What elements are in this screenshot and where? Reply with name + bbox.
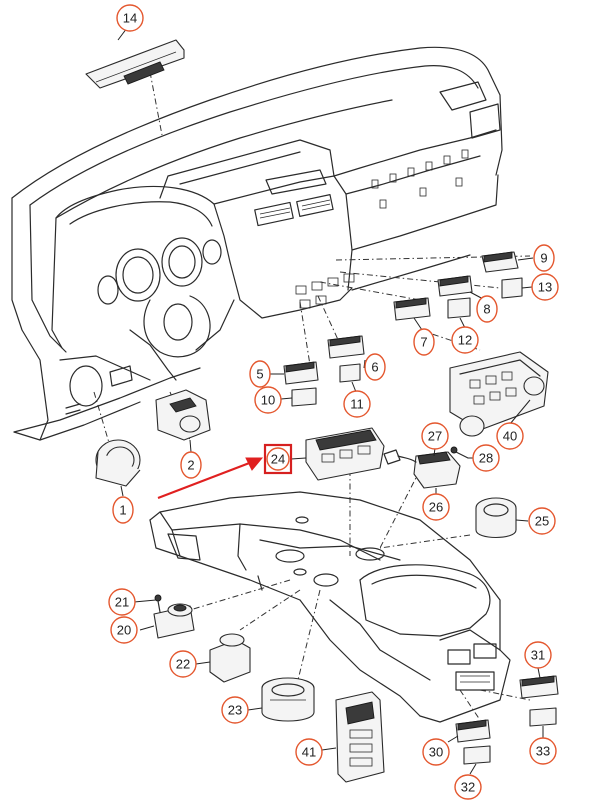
svg-text:10: 10	[261, 393, 275, 408]
part-5-switch	[283, 361, 319, 385]
svg-text:40: 40	[503, 429, 517, 444]
callout-30: 30	[422, 738, 450, 766]
callout-11: 11	[343, 390, 371, 418]
part-25-knob	[475, 497, 517, 539]
svg-text:33: 33	[536, 744, 550, 759]
svg-text:13: 13	[538, 280, 552, 295]
svg-text:8: 8	[483, 302, 490, 317]
callout-20: 20	[110, 616, 138, 644]
svg-text:23: 23	[228, 703, 242, 718]
callout-27: 27	[421, 422, 449, 450]
callout-9: 9	[533, 244, 555, 272]
callout-23: 23	[221, 696, 249, 724]
callout-13: 13	[531, 273, 559, 301]
part-32-switch	[463, 745, 491, 765]
callout-32: 32	[454, 774, 482, 800]
part-6-switch	[327, 335, 365, 359]
callout-7: 7	[413, 328, 435, 356]
part-2-switch-block	[155, 389, 211, 441]
callout-1: 1	[112, 496, 134, 524]
callout-5: 5	[249, 360, 271, 388]
callout-14: 14	[116, 4, 144, 32]
part-30-switch	[455, 719, 491, 743]
part-10-switch	[291, 387, 317, 407]
part-14-cover	[85, 39, 185, 89]
svg-text:21: 21	[115, 595, 129, 610]
callout-25: 25	[528, 507, 556, 535]
part-12-switch	[447, 297, 471, 319]
part-31-switch	[519, 675, 559, 699]
svg-text:41: 41	[302, 745, 316, 760]
svg-text:28: 28	[479, 451, 493, 466]
svg-text:31: 31	[531, 648, 545, 663]
part-26-module	[383, 449, 461, 489]
callout-40: 40	[496, 422, 524, 450]
svg-text:30: 30	[429, 745, 443, 760]
callout-22: 22	[169, 650, 197, 678]
svg-text:7: 7	[420, 335, 427, 350]
part-28-screw	[450, 446, 469, 459]
part-1-light-switch	[95, 439, 141, 487]
callout-8: 8	[476, 295, 498, 323]
svg-text:25: 25	[535, 514, 549, 529]
svg-text:5: 5	[256, 367, 263, 382]
callout-6: 6	[364, 353, 386, 381]
svg-text:26: 26	[429, 500, 443, 515]
svg-text:32: 32	[461, 780, 475, 795]
svg-text:27: 27	[428, 429, 442, 444]
callout-31: 31	[524, 641, 552, 669]
svg-text:9: 9	[540, 251, 547, 266]
callout-21: 21	[108, 588, 136, 616]
svg-text:12: 12	[458, 333, 472, 348]
part-20-switch	[153, 603, 195, 639]
callout-2: 2	[180, 451, 202, 479]
part-33-switch	[529, 707, 557, 727]
part-40-climate-panel	[449, 351, 549, 437]
part-9-switch	[481, 251, 519, 273]
part-41-remote	[335, 691, 385, 783]
callout-28: 28	[472, 444, 500, 472]
part-7-switch	[393, 297, 431, 321]
callout-24-highlighted: 24	[263, 443, 293, 475]
callout-10: 10	[254, 386, 282, 414]
svg-text:22: 22	[176, 657, 190, 672]
part-13-switch	[501, 277, 523, 299]
part-11-switch	[339, 363, 361, 383]
svg-text:20: 20	[117, 623, 131, 638]
svg-text:14: 14	[123, 11, 137, 26]
svg-text:1: 1	[119, 503, 126, 518]
part-24-switch-module	[305, 427, 385, 481]
part-23-rotary	[261, 677, 315, 722]
part-22-knob	[209, 633, 251, 683]
svg-text:11: 11	[350, 397, 364, 412]
centre-console	[149, 491, 511, 723]
svg-text:2: 2	[187, 458, 194, 473]
part-8-switch	[437, 275, 473, 297]
highlight-arrow	[157, 457, 264, 500]
callout-41: 41	[295, 738, 323, 766]
dashboard-outline	[11, 46, 503, 441]
callout-33: 33	[529, 737, 557, 765]
svg-text:24: 24	[271, 452, 285, 467]
callout-12: 12	[451, 326, 479, 354]
callout-26: 26	[422, 493, 450, 521]
part-21-screw	[154, 594, 162, 613]
svg-text:6: 6	[371, 360, 378, 375]
